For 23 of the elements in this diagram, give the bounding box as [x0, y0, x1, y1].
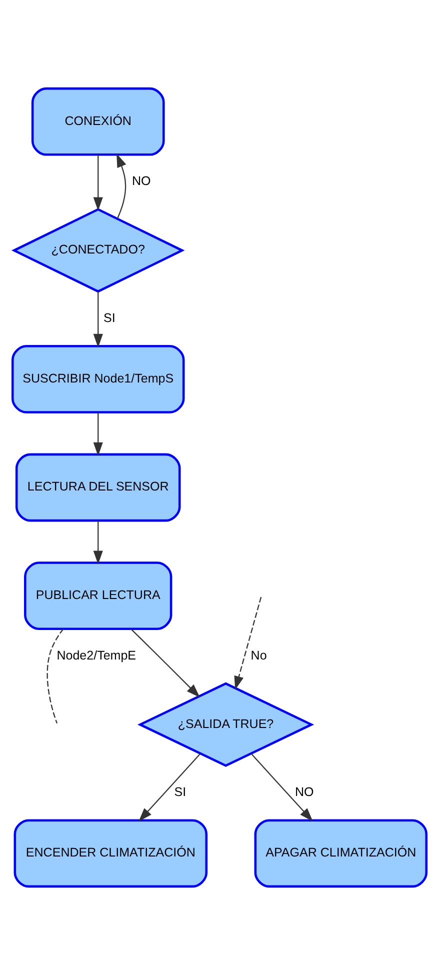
connector [46, 628, 64, 724]
edge-label: No [250, 648, 267, 662]
node-diamond: ¿CONECTADO? [11, 208, 185, 293]
node-box: ENCENDER CLIMATIZACIÓN [14, 819, 208, 888]
edge-label: NO [132, 174, 151, 188]
node-box: APAGAR CLIMATIZACIÓN [254, 819, 428, 888]
node-box: LECTURA DEL SENSOR [15, 453, 181, 522]
node-box: CONEXIÓN [31, 87, 165, 156]
edge-label: SI [104, 310, 116, 325]
edge-label: NO [294, 785, 314, 800]
arrow [138, 753, 201, 822]
arrow [130, 628, 200, 698]
arrow [93, 292, 103, 348]
arrow [93, 412, 103, 456]
edge-label: SI [174, 785, 186, 800]
arrow [234, 596, 262, 690]
arrow [116, 154, 126, 219]
arrow [93, 154, 103, 211]
node-box: SUSCRIBIR Node1/TempS [11, 345, 185, 414]
arrow [250, 753, 313, 822]
edge-label: Node2/TempE [56, 648, 136, 662]
arrow [93, 520, 103, 564]
node-box: PUBLICAR LECTURA [24, 562, 172, 630]
